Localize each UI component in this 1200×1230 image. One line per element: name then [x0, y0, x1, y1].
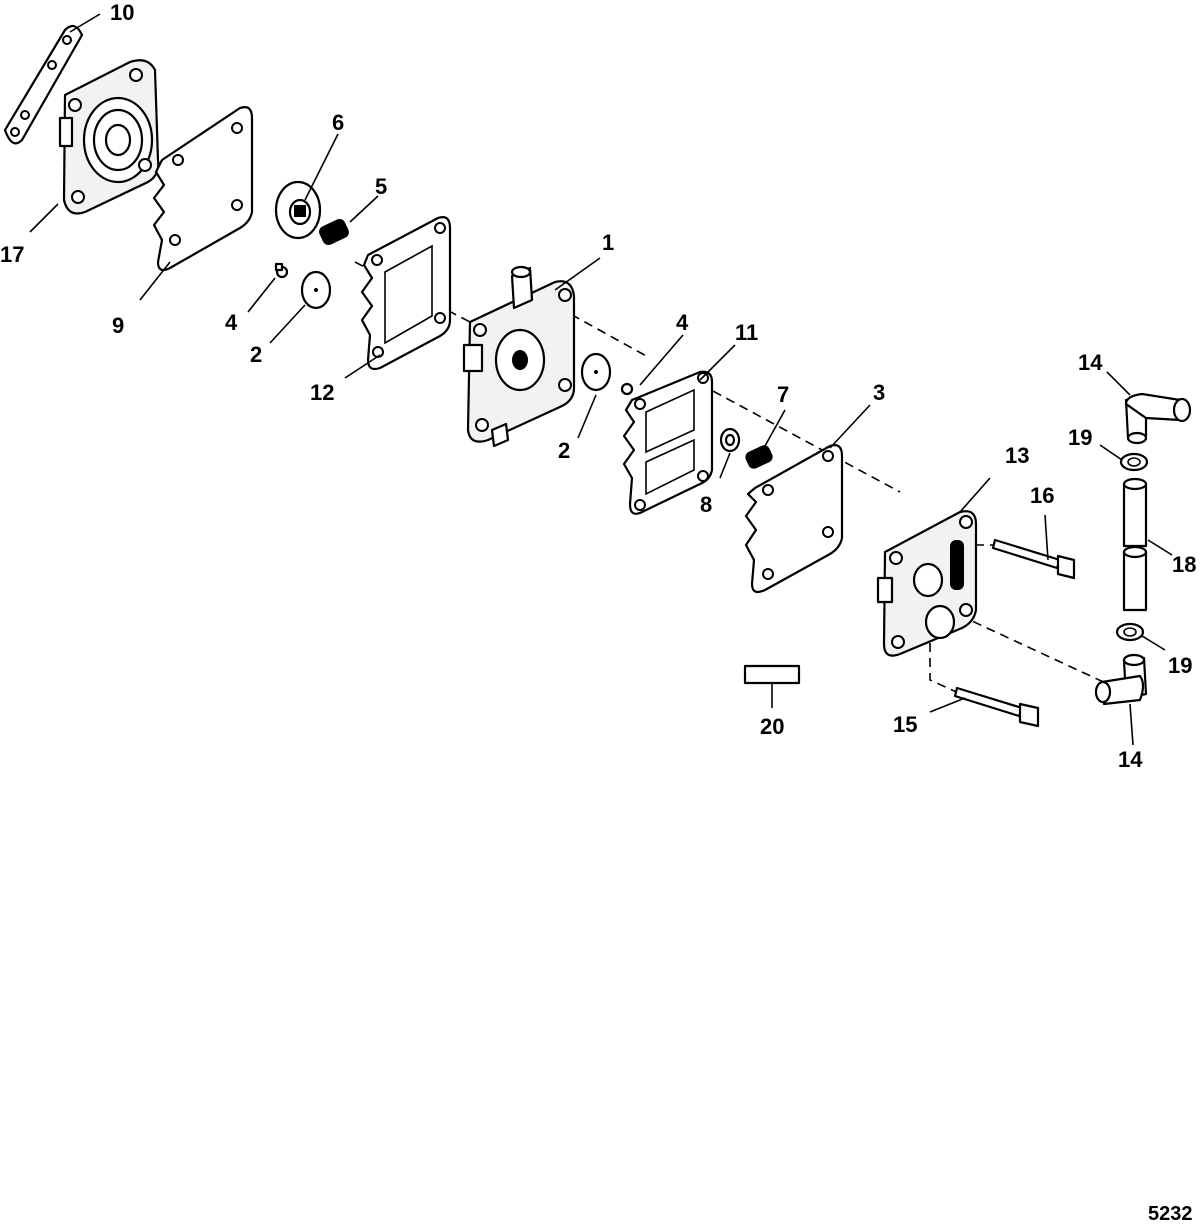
part-20-decal — [743, 664, 801, 685]
callout-labels: 10 17 9 6 5 4 2 12 1 4 11 2 7 8 3 13 16 … — [0, 0, 1196, 772]
part-4-screw-left — [274, 262, 289, 279]
figure-number: 5232 — [1148, 1203, 1193, 1225]
part-19-clamp-bottom — [1115, 622, 1145, 642]
callout-12: 12 — [310, 380, 334, 405]
callout-15: 15 — [893, 712, 917, 737]
callout-1: 1 — [602, 230, 614, 255]
callout-4-right: 4 — [676, 310, 689, 335]
callout-4-left: 4 — [225, 310, 238, 335]
callout-18: 18 — [1172, 552, 1196, 577]
part-8-washer — [719, 427, 741, 453]
callout-8: 8 — [700, 492, 712, 517]
part-3-diaphragm — [744, 444, 844, 594]
callout-20: 20 — [760, 714, 784, 739]
callout-14-top: 14 — [1078, 350, 1103, 375]
part-16-bolt — [991, 538, 1076, 580]
part-11-gasket — [622, 370, 714, 515]
part-19-clamp-top — [1119, 452, 1149, 472]
callout-7: 7 — [777, 382, 789, 407]
part-7-spring — [745, 445, 773, 469]
part-14-elbow-bottom — [1094, 653, 1148, 706]
callout-5: 5 — [375, 174, 387, 199]
callout-11: 11 — [735, 320, 758, 345]
part-18-hose — [1122, 477, 1148, 612]
part-1-pump-body — [462, 265, 576, 448]
callout-13: 13 — [1005, 443, 1029, 468]
part-14-elbow-top — [1124, 392, 1192, 445]
callout-17: 17 — [0, 242, 24, 267]
callout-10: 10 — [110, 0, 134, 25]
part-9-diaphragm — [152, 106, 254, 272]
part-6-check-valve — [274, 180, 322, 240]
leader-lines — [29, 13, 1173, 746]
part-5-spring — [319, 218, 349, 246]
callout-19-bottom: 19 — [1168, 653, 1192, 678]
part-13-end-cover — [876, 510, 978, 657]
callout-16: 16 — [1030, 483, 1054, 508]
part-10-gasket-strip — [3, 24, 84, 145]
part-15-bolt — [953, 686, 1040, 728]
callout-9: 9 — [112, 313, 124, 338]
part-2-disc-left — [300, 270, 332, 310]
assembly-axis-lines — [354, 261, 1111, 706]
callout-6: 6 — [332, 110, 344, 135]
part-2-disc-right — [580, 352, 612, 392]
part-17-pump-cover — [58, 59, 160, 215]
callout-2-left: 2 — [250, 342, 262, 367]
callout-19-top: 19 — [1068, 425, 1092, 450]
callout-3: 3 — [873, 380, 885, 405]
callout-14-bottom: 14 — [1118, 747, 1143, 772]
part-12-gasket — [360, 216, 452, 371]
part-4-screw-right — [620, 382, 634, 396]
callout-2-right: 2 — [558, 438, 570, 463]
